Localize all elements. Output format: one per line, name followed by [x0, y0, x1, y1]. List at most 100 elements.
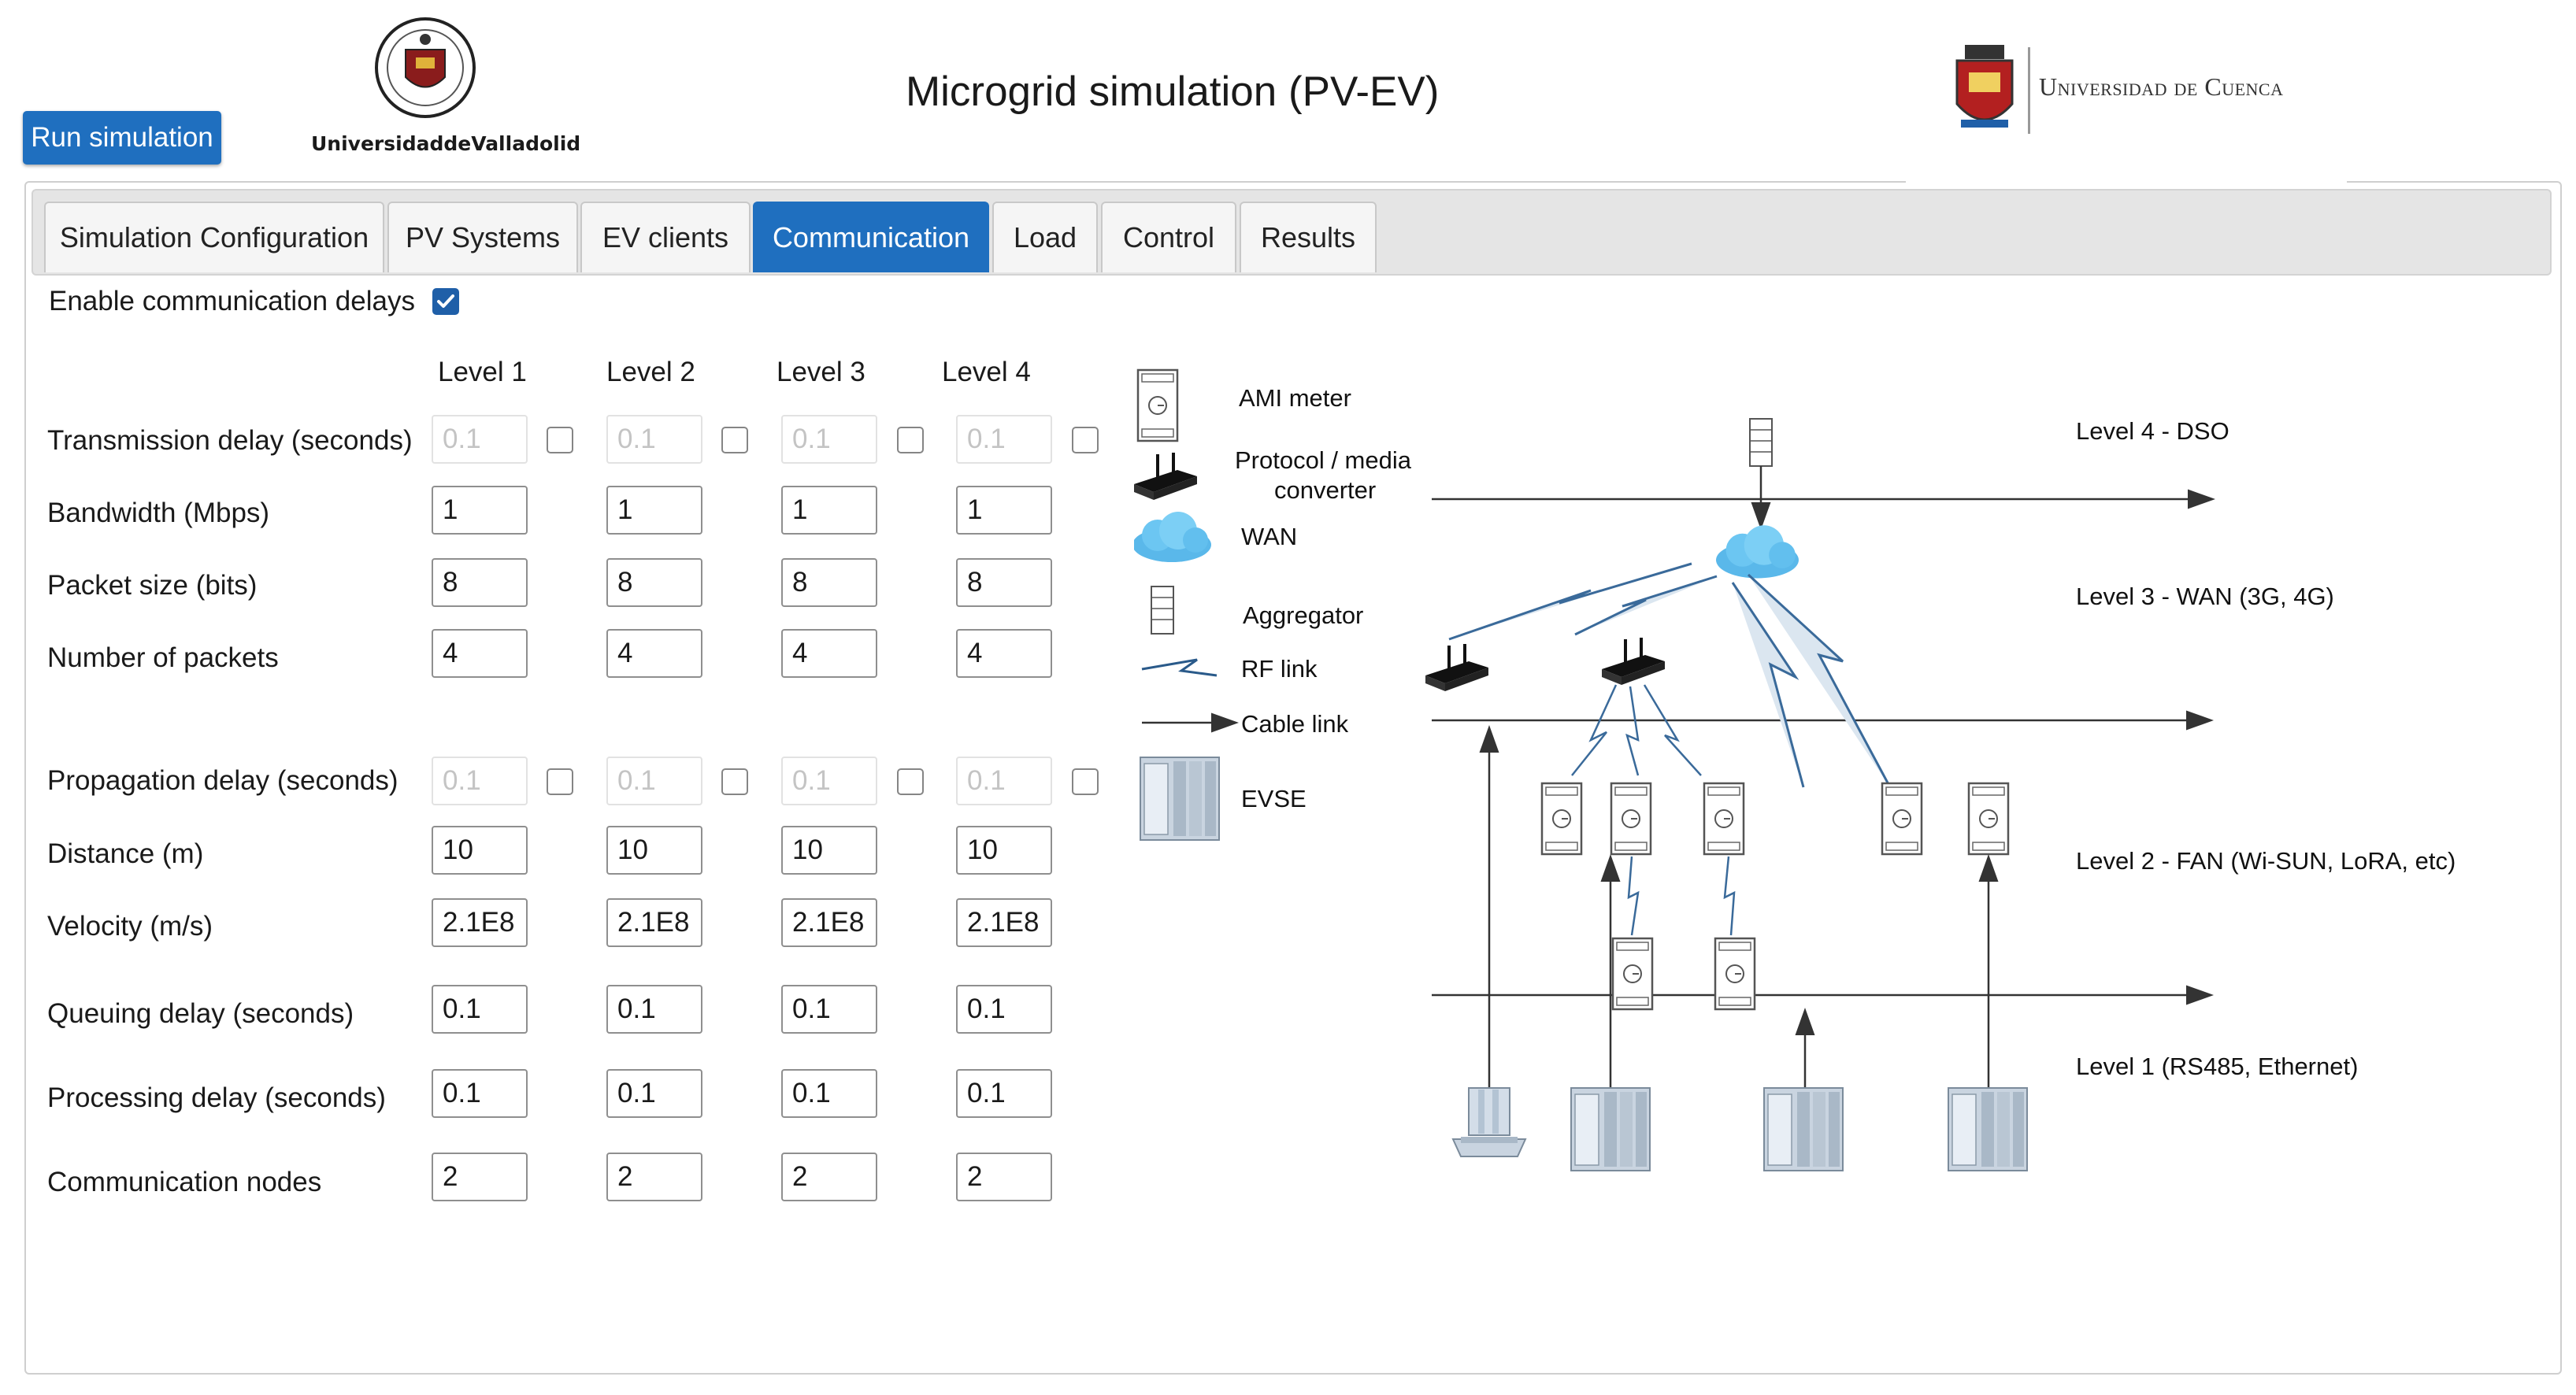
tab-simulation-configuration[interactable]: Simulation Configuration — [44, 202, 384, 272]
check-icon — [437, 294, 454, 308]
packet-size-label: Packet size (bits) — [47, 570, 258, 601]
queuing-delay-level-1-input[interactable]: 0.1 — [432, 985, 528, 1034]
transmission-delay-level-4-checkbox[interactable] — [1072, 427, 1099, 453]
logo-divider — [2028, 47, 2030, 134]
velocity-level-4-input[interactable]: 2.1E8 — [956, 898, 1052, 947]
enable-delays-label: Enable communication delays — [49, 286, 415, 316]
level-3-header: Level 3 — [777, 357, 865, 387]
velocity-level-3-input[interactable]: 2.1E8 — [781, 898, 877, 947]
legend-cable-link-label: Cable link — [1241, 710, 1349, 738]
processing-delay-level-1-input[interactable]: 0.1 — [432, 1069, 528, 1118]
logo-text: Universidad de Cuenca — [2039, 72, 2284, 101]
tab-ev-clients[interactable]: EV clients — [580, 202, 751, 272]
rf-link — [1448, 562, 1692, 641]
communication-nodes-level-1-input[interactable]: 2 — [432, 1153, 528, 1201]
number-of-packets-level-4-input[interactable]: 4 — [956, 629, 1052, 678]
universidad-cuenca-logo: Universidad de Cuenca — [1949, 41, 2327, 139]
level-3-label: Level 3 - WAN (3G, 4G) — [2076, 583, 2334, 610]
transmission-delay-level-3-input[interactable]: 0.1 — [781, 415, 877, 464]
tab-results[interactable]: Results — [1240, 202, 1377, 272]
ami-meter-icon — [1540, 782, 1583, 856]
legend-rf-link-label: RF link — [1241, 655, 1318, 683]
rf-link — [1625, 686, 1640, 776]
queuing-delay-level-4-input[interactable]: 0.1 — [956, 985, 1052, 1034]
bandwidth-label: Bandwidth (Mbps) — [47, 498, 270, 528]
propagation-delay-level-3-checkbox[interactable] — [897, 768, 924, 795]
queuing-delay-label: Queuing delay (seconds) — [47, 998, 354, 1029]
propagation-delay-level-2-checkbox[interactable] — [721, 768, 748, 795]
transmission-delay-level-1-input[interactable]: 0.1 — [432, 415, 528, 464]
legend-aggregator-label: Aggregator — [1243, 601, 1363, 629]
number-of-packets-label: Number of packets — [47, 642, 279, 673]
legend-rf-link-icon — [1141, 658, 1218, 677]
network-diagram: AMI meter Protocol / media converter WAN… — [1134, 368, 2456, 1171]
transmission-delay-level-2-checkbox[interactable] — [721, 427, 748, 453]
logo-text: UniversidaddeValladolid — [311, 132, 581, 155]
main-panel — [24, 181, 2562, 1375]
rf-link — [1723, 856, 1736, 936]
enable-delays-checkbox[interactable] — [432, 288, 459, 315]
velocity-level-2-input[interactable]: 2.1E8 — [606, 898, 702, 947]
number-of-packets-level-3-input[interactable]: 4 — [781, 629, 877, 678]
packet-size-level-1-input[interactable]: 8 — [432, 558, 528, 607]
processing-delay-level-2-input[interactable]: 0.1 — [606, 1069, 702, 1118]
run-simulation-button[interactable]: Run simulation — [23, 111, 221, 165]
propagation-delay-level-4-checkbox[interactable] — [1072, 768, 1099, 795]
evse-icon — [1763, 1087, 1844, 1171]
packet-size-level-2-input[interactable]: 8 — [606, 558, 702, 607]
propagation-delay-level-3-input[interactable]: 0.1 — [781, 757, 877, 805]
transmission-delay-level-2-input[interactable]: 0.1 — [606, 415, 702, 464]
tab-pv-systems[interactable]: PV Systems — [387, 202, 578, 272]
velocity-label: Velocity (m/s) — [47, 911, 213, 942]
legend-ami-meter-icon — [1136, 368, 1179, 442]
bandwidth-level-3-input[interactable]: 1 — [781, 486, 877, 535]
distance-level-4-input[interactable]: 10 — [956, 826, 1052, 875]
distance-level-2-input[interactable]: 10 — [606, 826, 702, 875]
tab-load[interactable]: Load — [992, 202, 1098, 272]
rf-link — [1571, 684, 1618, 776]
transmission-delay-label: Transmission delay (seconds) — [47, 425, 413, 456]
level-1-header: Level 1 — [438, 357, 527, 387]
processing-delay-label: Processing delay (seconds) — [47, 1082, 386, 1113]
tab-control[interactable]: Control — [1101, 202, 1236, 272]
dso-aggregator-icon — [1749, 418, 1773, 467]
bandwidth-level-1-input[interactable]: 1 — [432, 486, 528, 535]
transmission-delay-level-3-checkbox[interactable] — [897, 427, 924, 453]
processing-delay-level-4-input[interactable]: 0.1 — [956, 1069, 1052, 1118]
velocity-level-1-input[interactable]: 2.1E8 — [432, 898, 528, 947]
packet-size-level-3-input[interactable]: 8 — [781, 558, 877, 607]
distance-level-3-input[interactable]: 10 — [781, 826, 877, 875]
communication-nodes-level-4-input[interactable]: 2 — [956, 1153, 1052, 1201]
protocol-converter-icon — [1424, 642, 1490, 693]
communication-nodes-label: Communication nodes — [47, 1167, 322, 1197]
queuing-delay-level-3-input[interactable]: 0.1 — [781, 985, 877, 1034]
level-4-label: Level 4 - DSO — [2076, 417, 2229, 445]
level-1-label: Level 1 (RS485, Ethernet) — [2076, 1053, 2358, 1080]
distance-label: Distance (m) — [47, 838, 204, 869]
legend-converter-label: converter — [1274, 476, 1376, 504]
communication-nodes-level-3-input[interactable]: 2 — [781, 1153, 877, 1201]
number-of-packets-level-2-input[interactable]: 4 — [606, 629, 702, 678]
propagation-delay-level-2-input[interactable]: 0.1 — [606, 757, 702, 805]
queuing-delay-level-2-input[interactable]: 0.1 — [606, 985, 702, 1034]
communication-nodes-level-2-input[interactable]: 2 — [606, 1153, 702, 1201]
ami-meter-icon — [1611, 937, 1654, 1011]
propagation-delay-level-1-checkbox[interactable] — [547, 768, 573, 795]
bandwidth-level-2-input[interactable]: 1 — [606, 486, 702, 535]
ami-meter-icon — [1881, 782, 1923, 856]
ami-meter-icon — [1714, 937, 1756, 1011]
distance-level-1-input[interactable]: 10 — [432, 826, 528, 875]
rf-link — [1643, 684, 1702, 776]
level-2-label: Level 2 - FAN (Wi-SUN, LoRA, etc) — [2076, 847, 2456, 875]
transmission-delay-level-4-input[interactable]: 0.1 — [956, 415, 1052, 464]
bandwidth-level-4-input[interactable]: 1 — [956, 486, 1052, 535]
tab-communication[interactable]: Communication — [753, 202, 989, 272]
packet-size-level-4-input[interactable]: 8 — [956, 558, 1052, 607]
protocol-converter-icon — [1600, 636, 1666, 686]
propagation-delay-level-1-input[interactable]: 0.1 — [432, 757, 528, 805]
processing-delay-level-3-input[interactable]: 0.1 — [781, 1069, 877, 1118]
propagation-delay-level-4-input[interactable]: 0.1 — [956, 757, 1052, 805]
ami-meter-icon — [1703, 782, 1745, 856]
transmission-delay-level-1-checkbox[interactable] — [547, 427, 573, 453]
number-of-packets-level-1-input[interactable]: 4 — [432, 629, 528, 678]
